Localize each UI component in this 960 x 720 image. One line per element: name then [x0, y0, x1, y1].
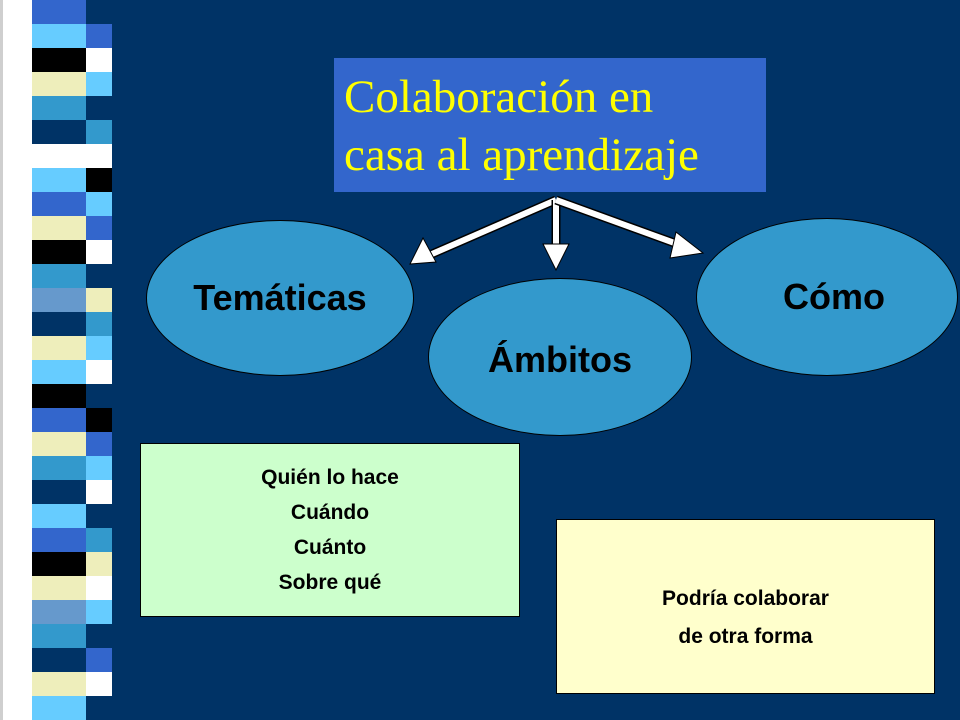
decorative-stripe-panel [0, 0, 112, 720]
node-como-label: Cómo [783, 276, 885, 317]
left-box-line-4: Sobre qué [278, 571, 382, 594]
stripe-segment [32, 264, 86, 288]
stripe-segment [86, 696, 112, 720]
stripe-segment [32, 288, 86, 312]
stripe-segment [86, 648, 112, 672]
title-line-1: Colaboración en [344, 71, 654, 123]
arrow-to-ambitos [542, 200, 570, 272]
left-info-box: Quién lo hace Cuándo Cuánto Sobre qué [140, 443, 520, 617]
stripe-segment [86, 672, 112, 696]
stripe-segment [86, 120, 112, 144]
stripe-segment [32, 72, 86, 96]
stripe-segment [86, 216, 112, 240]
stripe-segment [32, 360, 86, 384]
stripe-segment [86, 24, 112, 48]
stripe-segment [32, 336, 86, 360]
stripe-segment [86, 600, 112, 624]
stripe-segment [86, 96, 112, 120]
stripe-segment [32, 600, 86, 624]
stripe-segment [86, 48, 112, 72]
stripe-segment [86, 432, 112, 456]
title-box: Colaboración en casa al aprendizaje [334, 58, 766, 192]
node-como: Cómo [696, 218, 958, 376]
right-info-box: Podría colaborar de otra forma [556, 519, 935, 694]
node-tematicas: Temáticas [146, 220, 414, 376]
stripe-segment [32, 96, 86, 120]
stripe-segment [86, 144, 112, 168]
stripe-column-left [32, 0, 86, 720]
stripe-segment [86, 168, 112, 192]
stripe-column-right [86, 0, 112, 720]
stripe-segment [86, 360, 112, 384]
stripe-segment [32, 240, 86, 264]
stripe-segment [86, 408, 112, 432]
stripe-segment [32, 456, 86, 480]
stripe-segment [86, 552, 112, 576]
stripe-segment [86, 384, 112, 408]
stripe-segment [86, 288, 112, 312]
stripe-segment [32, 24, 86, 48]
arrow-to-como [554, 195, 705, 259]
left-box-line-2: Cuándo [290, 501, 370, 524]
stripe-segment [86, 240, 112, 264]
stripe-segment [32, 576, 86, 600]
stripe-segment [32, 0, 86, 24]
stripe-segment [32, 504, 86, 528]
stripe-segment [32, 312, 86, 336]
node-ambitos-label: Ámbitos [488, 339, 632, 380]
stripe-segment [86, 72, 112, 96]
stripe-segment [86, 456, 112, 480]
stripe-segment [32, 624, 86, 648]
left-box-line-3: Cuánto [293, 536, 367, 559]
stripe-segment [86, 504, 112, 528]
stripe-segment [32, 528, 86, 552]
stripe-segment [86, 480, 112, 504]
stripe-segment [86, 192, 112, 216]
stripe-segment [32, 408, 86, 432]
stripe-segment [32, 648, 86, 672]
stripe-segment [32, 168, 86, 192]
right-box-line-2: de otra forma [678, 624, 813, 648]
stripe-segment [32, 120, 86, 144]
stripe-segment [32, 144, 86, 168]
stripe-segment [32, 48, 86, 72]
node-ambitos: Ámbitos [428, 278, 692, 436]
stripe-segment [86, 528, 112, 552]
stripe-segment [86, 624, 112, 648]
left-box-line-1: Quién lo hace [261, 466, 399, 489]
arrow-to-tematicas [409, 195, 558, 265]
stripe-segment [32, 192, 86, 216]
stripe-segment [32, 216, 86, 240]
stripe-segment [32, 480, 86, 504]
stripe-segment [32, 672, 86, 696]
stripe-segment [32, 696, 86, 720]
node-tematicas-label: Temáticas [193, 277, 367, 318]
stripe-segment [32, 432, 86, 456]
stripe-segment [32, 552, 86, 576]
stripe-segment [86, 264, 112, 288]
stripe-segment [86, 336, 112, 360]
title-line-2: casa al aprendizaje [344, 129, 699, 181]
stripe-segment [32, 384, 86, 408]
stripe-segment [86, 312, 112, 336]
panel-edge-line [0, 0, 3, 720]
stripe-segment [86, 0, 112, 24]
stripe-segment [86, 576, 112, 600]
right-box-line-1: Podría colaborar [662, 586, 829, 610]
